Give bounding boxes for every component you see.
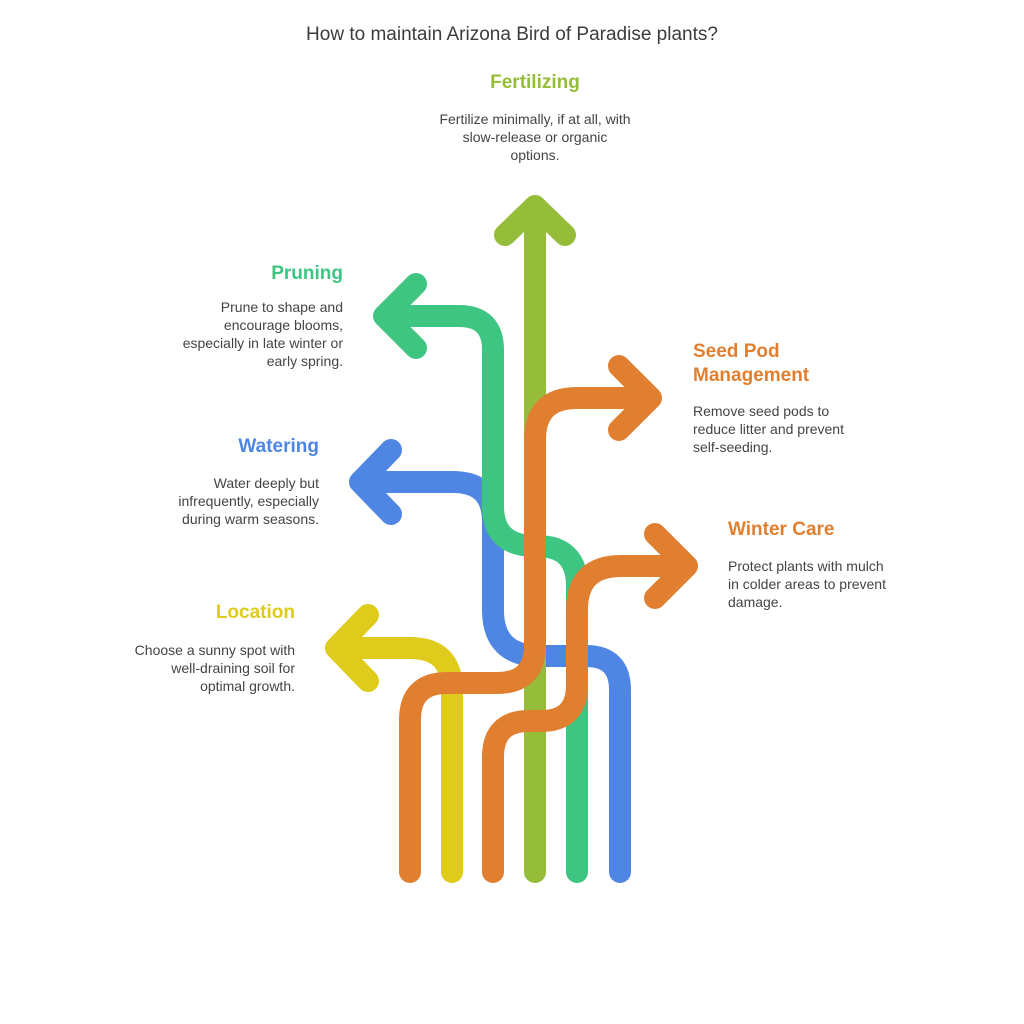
fertilizing-heading: Fertilizing xyxy=(490,72,580,93)
location-arrow xyxy=(325,604,463,883)
seed-pod-arrow xyxy=(399,355,662,883)
pruning-arrow xyxy=(373,273,588,883)
seed-pod-heading: Seed Pod Management xyxy=(693,341,810,386)
winter-care-description: Protect plants with mulch in colder area… xyxy=(728,558,886,610)
page-title: How to maintain Arizona Bird of Paradise… xyxy=(306,24,718,45)
seed-pod-description: Remove seed pods to reduce litter and pr… xyxy=(693,403,844,455)
watering-arrow xyxy=(349,439,631,883)
fertilizing-description: Fertilize minimally, if at all, with slo… xyxy=(439,111,631,163)
pruning-heading: Pruning xyxy=(271,263,343,284)
pruning-description: Prune to shape and encourage blooms, esp… xyxy=(182,299,343,369)
watering-description: Water deeply but infrequently, especiall… xyxy=(178,475,319,527)
location-description: Choose a sunny spot with well-draining s… xyxy=(134,642,295,694)
location-heading: Location xyxy=(215,602,295,623)
winter-care-heading: Winter Care xyxy=(728,519,835,540)
watering-heading: Watering xyxy=(238,436,319,457)
winter-care-arrow xyxy=(482,523,698,883)
